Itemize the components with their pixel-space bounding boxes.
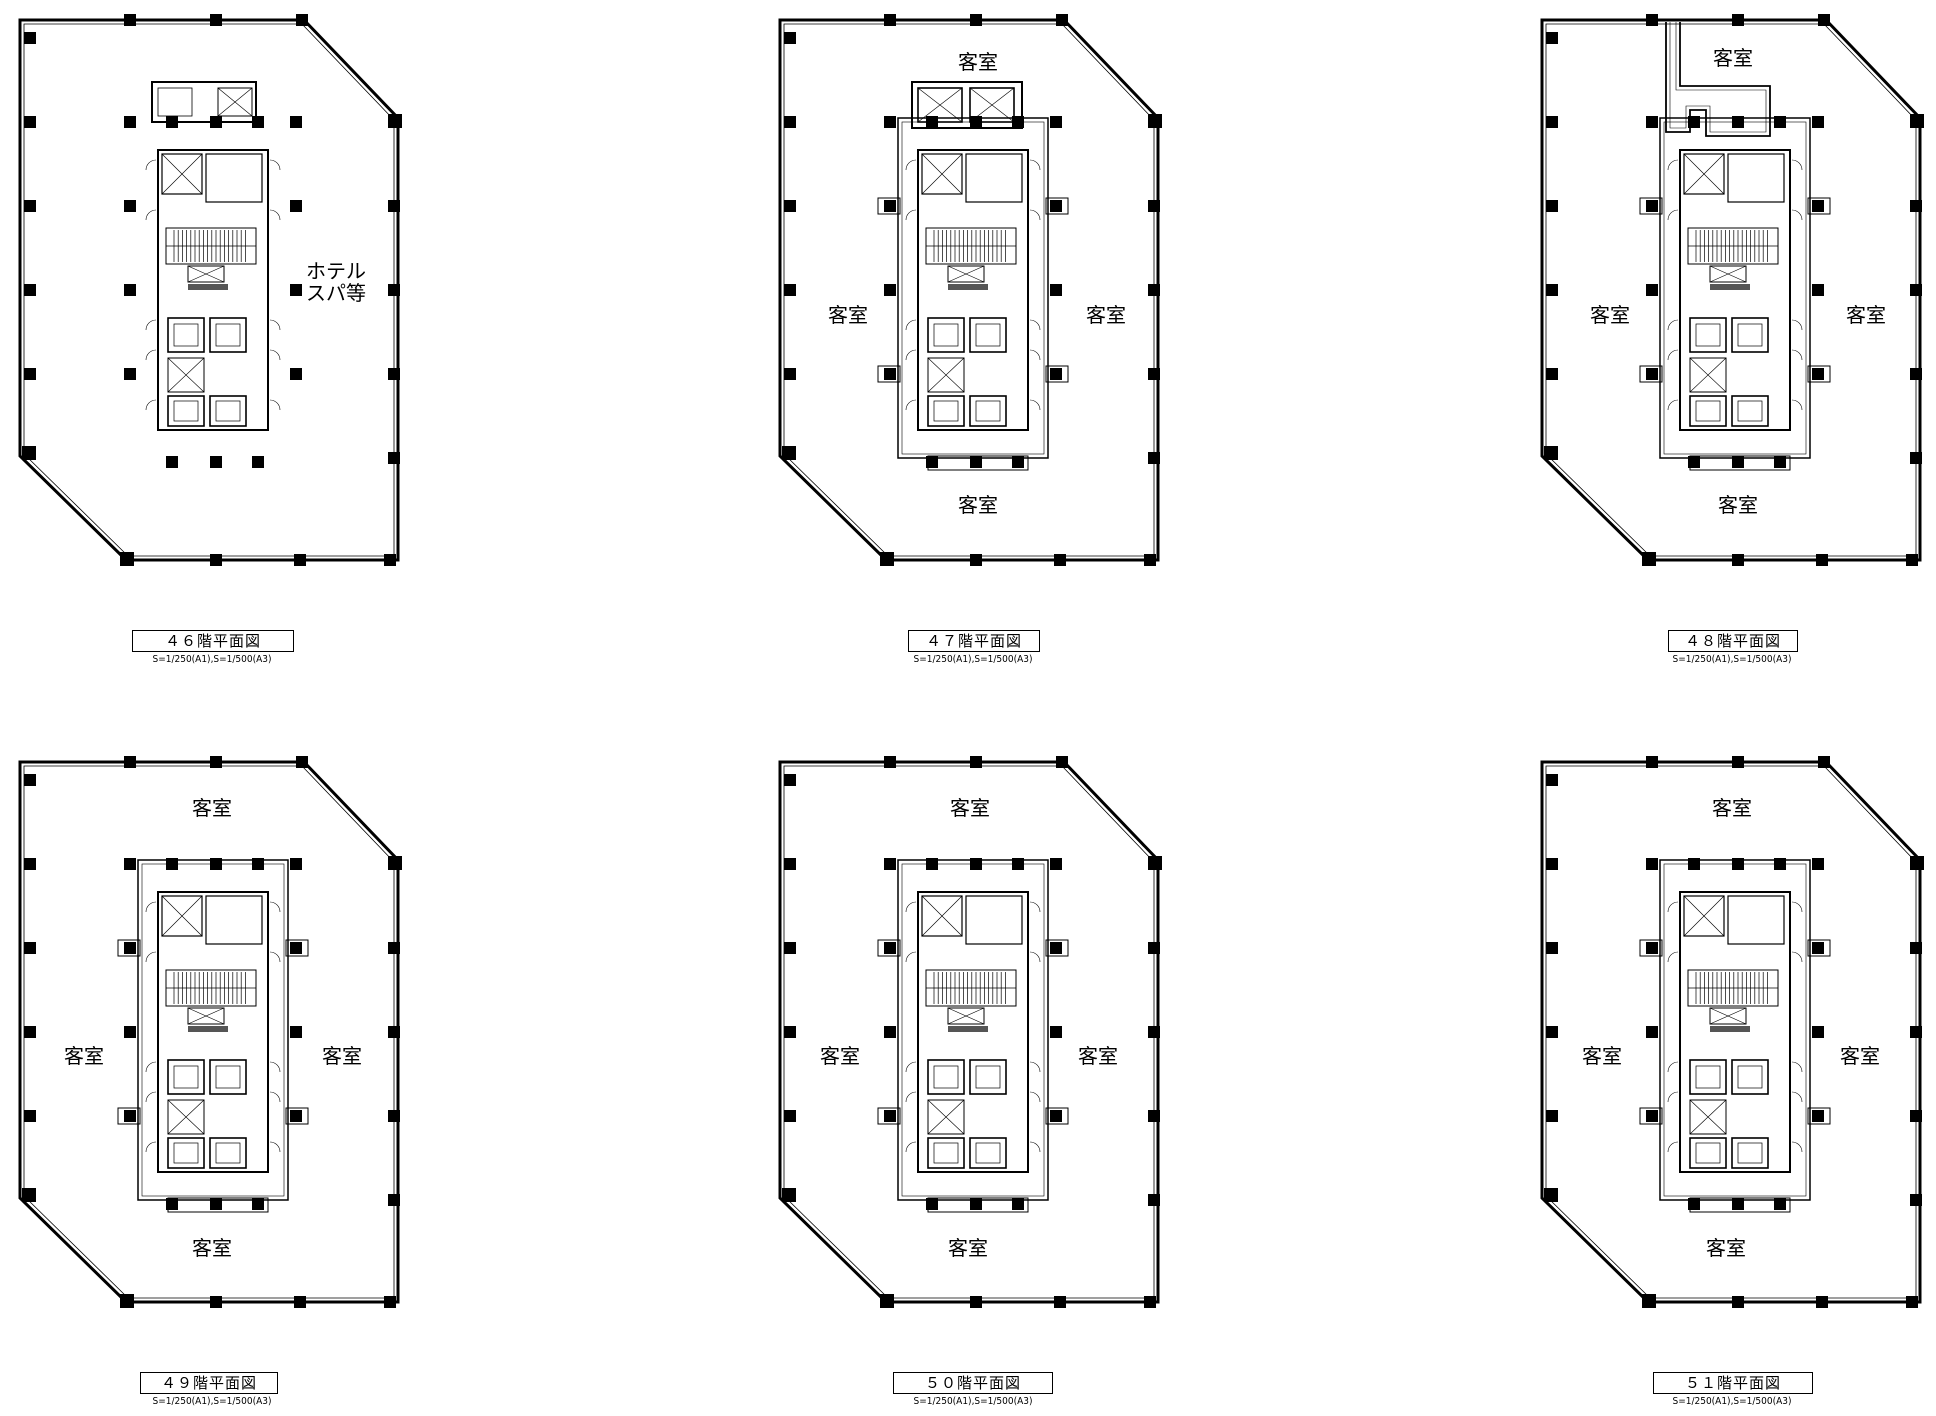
room-label-bottom: 客室 (948, 1236, 988, 1260)
room-label-left: 客室 (64, 1044, 104, 1068)
upper-shaft-block (911, 81, 1023, 129)
structural-columns (1544, 756, 1924, 1308)
scale-note-49: S=1/250(A1),S=1/500(A3) (152, 1396, 272, 1407)
room-label-right: 客室 (1078, 1044, 1118, 1068)
room-label-spa: ホテル スパ等 (306, 259, 366, 305)
room-label-top: 客室 (958, 50, 998, 74)
floor-plan-49: 客室 客室 客室 客室 (8, 752, 428, 1312)
building-core (145, 149, 281, 431)
floor-title-46: ４６階平面図 (132, 630, 294, 652)
floor-title-51: ５１階平面図 (1653, 1372, 1813, 1394)
room-label-bottom: 客室 (1718, 493, 1758, 517)
floor-plan-47-drawing (778, 14, 1162, 566)
building-core (117, 859, 309, 1213)
room-label-right: 客室 (1086, 303, 1126, 327)
floor-title-50: ５０階平面図 (893, 1372, 1053, 1394)
scale-note-51: S=1/250(A1),S=1/500(A3) (1672, 1396, 1792, 1407)
structural-columns (22, 756, 402, 1308)
floor-plan-48: 客室 客室 客室 客室 (1530, 10, 1936, 570)
room-label-right: 客室 (322, 1044, 362, 1068)
floor-title-48: ４８階平面図 (1668, 630, 1798, 652)
room-label-right: 客室 (1846, 303, 1886, 327)
room-label-top: 客室 (1713, 46, 1753, 70)
room-label-left: 客室 (1590, 303, 1630, 327)
floor-plan-46: ホテル スパ等 (8, 10, 428, 570)
floor-title-49: ４９階平面図 (140, 1372, 278, 1394)
building-core (877, 117, 1069, 471)
floor-plan-50: 客室 客室 客室 客室 (768, 752, 1188, 1312)
room-label-top: 客室 (192, 796, 232, 820)
room-label-bottom: 客室 (1706, 1236, 1746, 1260)
floor-plan-49-drawing (18, 756, 402, 1308)
structural-columns (1544, 14, 1924, 566)
building-core (1639, 117, 1831, 471)
scale-note-48: S=1/250(A1),S=1/500(A3) (1672, 654, 1792, 665)
room-label-left: 客室 (1582, 1044, 1622, 1068)
room-label-bottom: 客室 (958, 493, 998, 517)
floor-title-47: ４７階平面図 (908, 630, 1040, 652)
scale-note-46: S=1/250(A1),S=1/500(A3) (152, 654, 272, 665)
structural-columns (782, 756, 1162, 1308)
scale-note-50: S=1/250(A1),S=1/500(A3) (913, 1396, 1033, 1407)
building-core (1639, 859, 1831, 1213)
room-label-top: 客室 (1712, 796, 1752, 820)
room-label-bottom: 客室 (192, 1236, 232, 1260)
floor-plan-51-drawing (1540, 756, 1924, 1308)
room-label-right: 客室 (1840, 1044, 1880, 1068)
floor-plan-51: 客室 客室 客室 客室 (1530, 752, 1936, 1312)
floor-plan-47: 客室 客室 客室 客室 (768, 10, 1188, 570)
building-core (877, 859, 1069, 1213)
room-label-top: 客室 (950, 796, 990, 820)
structural-columns (22, 14, 402, 566)
room-label-left: 客室 (828, 303, 868, 327)
scale-note-47: S=1/250(A1),S=1/500(A3) (913, 654, 1033, 665)
floor-plan-46-drawing (18, 14, 402, 566)
floor-plan-50-drawing (778, 756, 1162, 1308)
structural-columns (782, 14, 1162, 566)
upper-shaft-block (151, 81, 257, 123)
floor-plan-48-drawing (1540, 14, 1924, 566)
room-label-left: 客室 (820, 1044, 860, 1068)
upper-shaft-block (1665, 22, 1771, 137)
